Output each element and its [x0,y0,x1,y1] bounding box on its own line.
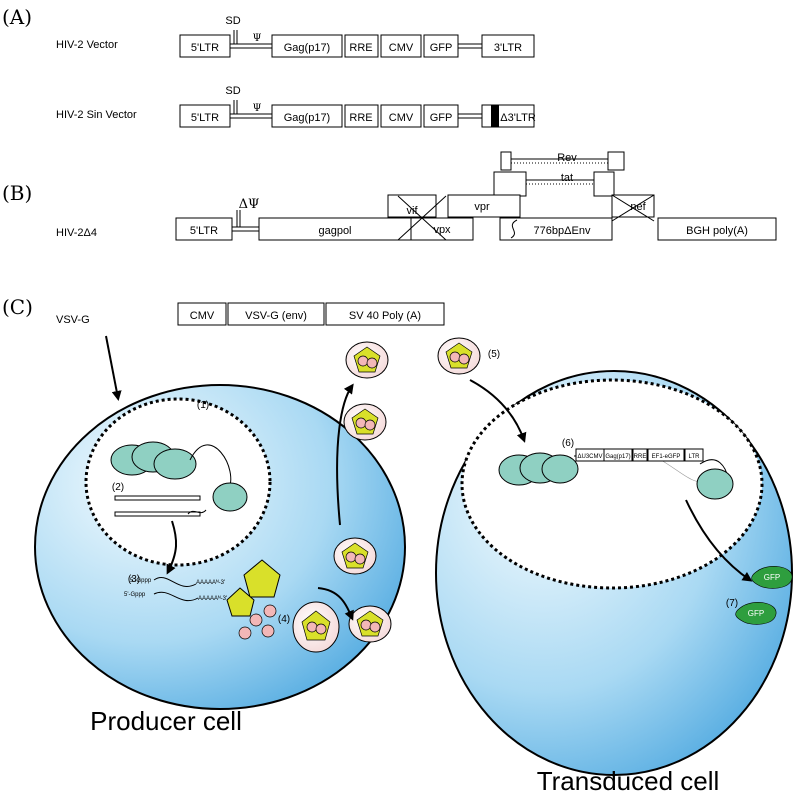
step-4: (4) [278,614,290,625]
expression-arrow [685,499,753,582]
producer-cell-label: Producer cell [90,706,242,736]
sin-gag-box [271,104,343,128]
step-6: (6) [562,438,574,449]
prov-u3cmv: ΔU3CMV [577,454,602,460]
budding-arrow [317,587,354,621]
virion-top-1 [345,341,389,379]
vsvg-construct: CMV VSV-G (env) SV 40 Poly (A) [177,302,445,326]
b-ltr5-label: 5'LTR [190,225,218,237]
prov-gag: Gag(p17) [605,454,630,460]
gfp-protein-label-2: GFP [748,609,764,618]
vsvg-arrow [105,335,122,401]
ltr5-box [179,34,231,58]
transduced-nucleus [460,378,764,590]
mrna-tail-1: AAAAAᴺ-3' [196,579,225,586]
step-7: (7) [726,598,738,609]
step-1: (1) [197,400,209,411]
entry-arrow [469,379,527,443]
prov-rre: RRE [634,454,647,460]
vsvg-env-label: VSV-G (env) [245,310,307,322]
mrna-cap-1: 5'-Gppp [130,578,152,584]
sin-cmv-label: CMV [389,112,414,124]
sin-gag-label: Gag(p17) [284,112,330,124]
virion-top-2 [343,403,387,441]
panel-b-label: (B) [2,181,32,205]
sin-rre-label: RRE [349,112,372,124]
vpr-label: vpr [474,201,490,213]
sin-psi-label: Ψ [253,103,262,114]
prov-ltr: LTR [689,454,701,460]
producer-cell: 5'-Gppp AAAAAᴺ-3' 5'-Gppp AAAAAᴺ-3' [34,384,406,710]
rev-label: Rev [557,152,577,164]
sin-ltr5-box [179,104,231,128]
sin-rre-box [344,104,379,128]
integrated-provirus: ΔU3CMV Gag(p17) RRE EF1-eGFP LTR [575,448,704,462]
u3-deletion-mark [491,105,499,127]
step-3: (3) [128,574,140,585]
vsvg-label: VSV-G [56,314,90,326]
cmv-box [380,34,422,58]
delta-ltr3-label: Δ3'LTR [500,112,536,124]
gag-label: Gag(p17) [284,42,330,54]
hiv2-delta4-map: Rev tat vif vpr nef 5'LTR ΔΨ gagpol vpx … [175,151,777,241]
vpx-label: vpx [433,224,451,236]
virion-entering [437,337,481,375]
hiv2-vector-map: 5'LTR SD Ψ Gag(p17) RRE CMV GFP 3'LTR [179,15,535,58]
vif-label: vif [407,205,419,217]
env-label: 776bpΔEnv [534,225,591,237]
gag-box [271,34,343,58]
tat-label: tat [561,172,573,184]
virion-budded-2 [348,605,392,643]
transcription-arrow [166,520,178,575]
prov-ef1-egfp: EF1-eGFP [652,454,681,460]
sv40-label: SV 40 Poly (A) [349,310,421,322]
mrna-tail-2: AAAAAᴺ-3' [198,595,227,602]
gfp-label: GFP [430,42,453,54]
hiv2-sin-vector-map: 5'LTR SD Ψ Gag(p17) RRE CMV GFP Δ3'LTR [179,85,536,128]
sin-ltr5-label: 5'LTR [191,112,219,124]
ltr3-label: 3'LTR [494,42,522,54]
transduced-cell-label: Transduced cell [537,766,720,796]
gfp-protein-2: GFP [735,602,777,625]
rre-box [344,34,379,58]
psi-label: Ψ [253,33,262,44]
sin-cmv-box [380,104,422,128]
gfp-box [423,34,459,58]
sd-label: SD [225,15,240,27]
hiv2-vector-name: HIV-2 Vector [56,39,118,51]
gagpol-label: gagpol [318,225,351,237]
sin-sd-label: SD [225,85,240,97]
virion-budded-1 [333,537,377,575]
release-arrow [336,383,354,526]
step-5: (5) [488,349,500,360]
ltr3-box [481,34,535,58]
mrna-cap-2: 5'-Gppp [124,592,146,598]
nef-label: nef [630,201,646,213]
ltr5-label: 5'LTR [191,42,219,54]
bgh-label: BGH poly(A) [686,225,748,237]
vsvg-cmv-label: CMV [190,310,215,322]
panel-c-label: (C) [2,295,33,319]
hiv2-delta4-name: HIV-2Δ4 [56,227,97,239]
transduced-cell [435,370,793,776]
step-2: (2) [112,482,124,493]
sin-gfp-box [423,104,459,128]
gfp-protein-label-1: GFP [764,573,780,582]
cmv-label: CMV [389,42,414,54]
hiv2-sin-vector-name: HIV-2 Sin Vector [56,109,137,121]
sin-gfp-label: GFP [430,112,453,124]
delta-psi-label: ΔΨ [239,197,260,212]
rre-label: RRE [349,42,372,54]
producer-nucleus [84,397,272,567]
panel-a-label: (A) [2,5,32,29]
